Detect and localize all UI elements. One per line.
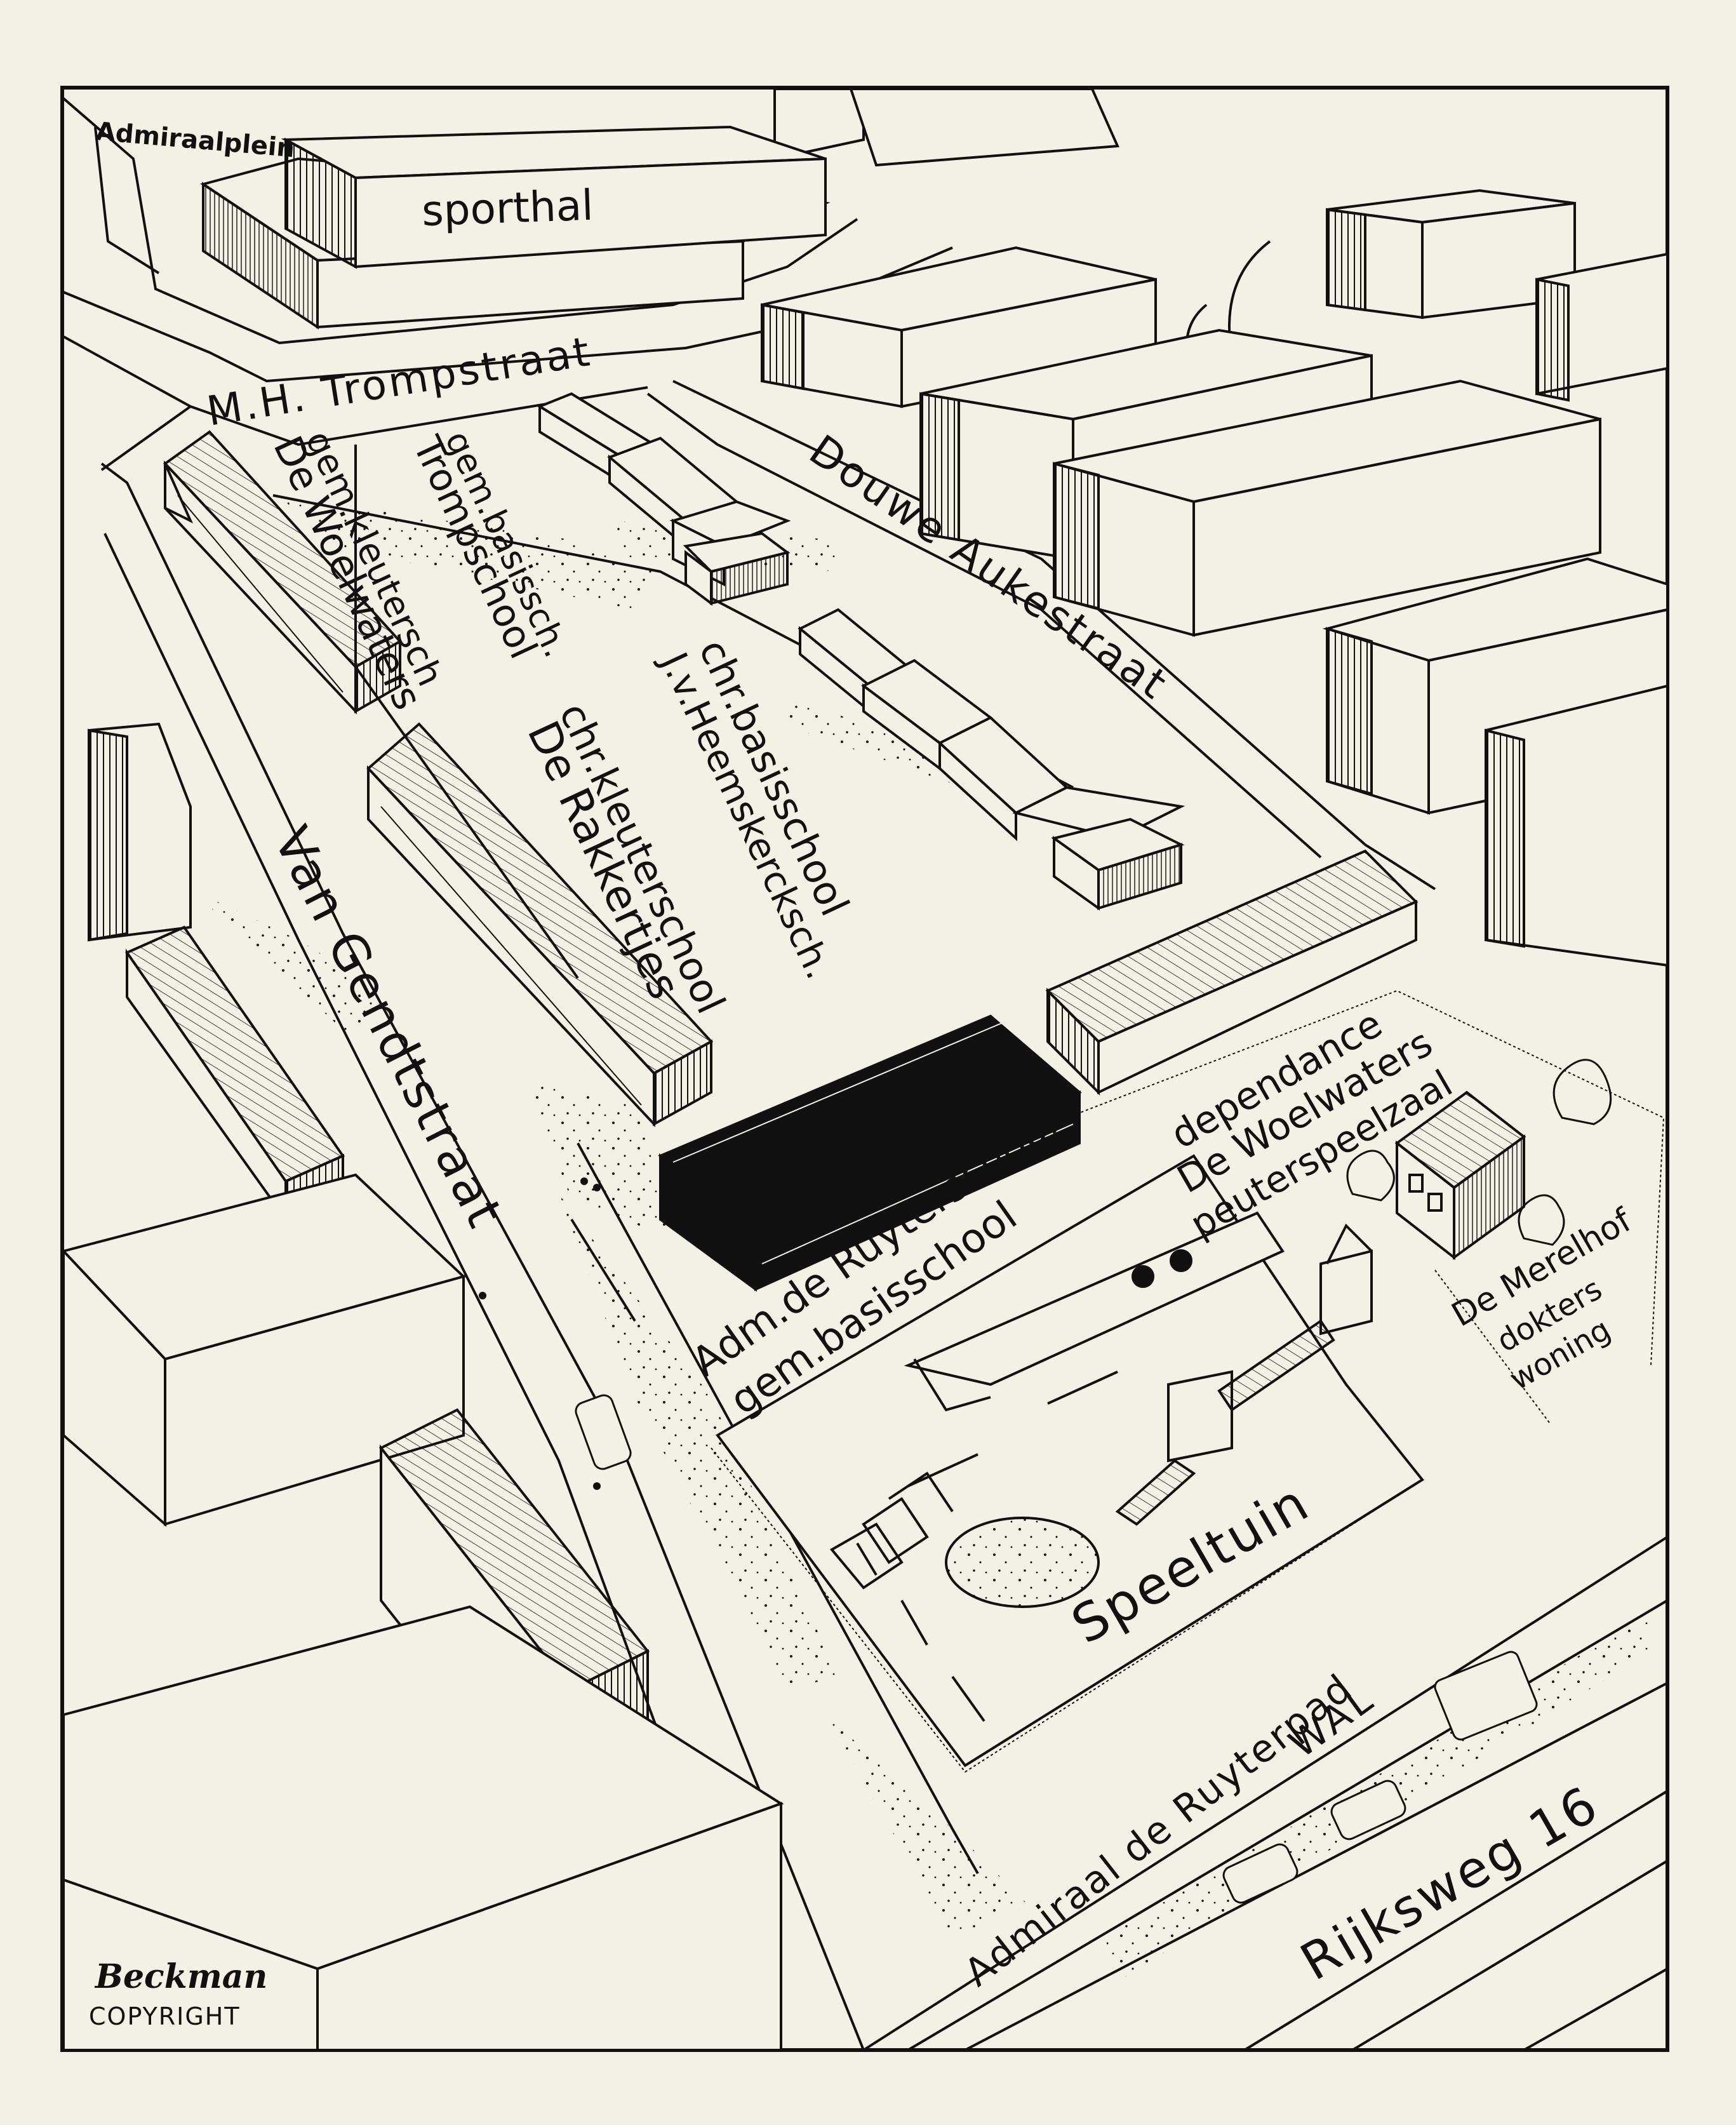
building-de-rakkertjes bbox=[366, 722, 714, 1128]
sporthal-building bbox=[200, 125, 831, 330]
building-de-merelhof bbox=[1394, 1090, 1526, 1261]
apartment-blocks bbox=[761, 88, 1669, 967]
label-sporthal: sporthal bbox=[421, 181, 594, 236]
hedges bbox=[711, 989, 1665, 1773]
building-trompschool bbox=[537, 392, 791, 606]
trees bbox=[1346, 1059, 1612, 1246]
pedestrians bbox=[479, 1177, 601, 1490]
copyright: COPYRIGHT bbox=[89, 2002, 241, 2030]
building-heemskerck bbox=[798, 608, 1185, 911]
signature: Beckman bbox=[94, 1957, 267, 1996]
building-dependance bbox=[1045, 849, 1419, 1096]
vehicles bbox=[575, 1394, 1538, 1904]
label-mh-trompstraat: M.H. Trompstraat bbox=[204, 328, 595, 436]
label-admiraalplein: Admiraalplein bbox=[95, 117, 296, 163]
building-de-ruyterschool bbox=[658, 1014, 1082, 1292]
speeltuin-area bbox=[716, 1154, 1424, 1767]
building-de-woelwaters bbox=[163, 430, 403, 715]
left-buildings bbox=[61, 722, 784, 2051]
